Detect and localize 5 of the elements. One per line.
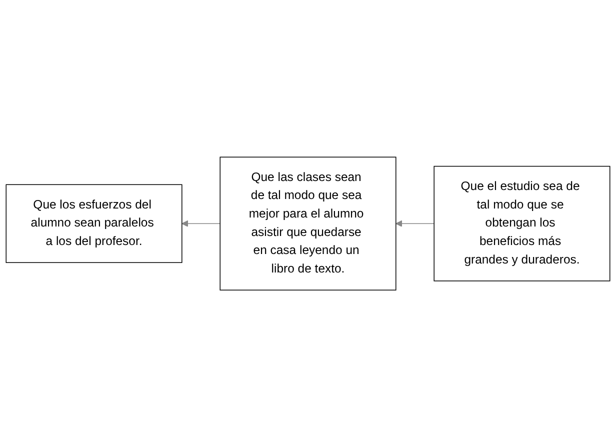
node-box: Que las clases sean de tal modo que sea mejor para el alumno asistir que quedarse en casa leyendo un libro de texto. (220, 157, 396, 291)
node-box: Que los esfuerzos del alumno sean paralelos a los del profesor. (6, 184, 182, 264)
arrow (396, 220, 434, 228)
arrow (182, 220, 220, 228)
node-box: Que el estudio sea de tal modo que se obtengan los beneficios más grandes y duraderos. (434, 166, 610, 282)
